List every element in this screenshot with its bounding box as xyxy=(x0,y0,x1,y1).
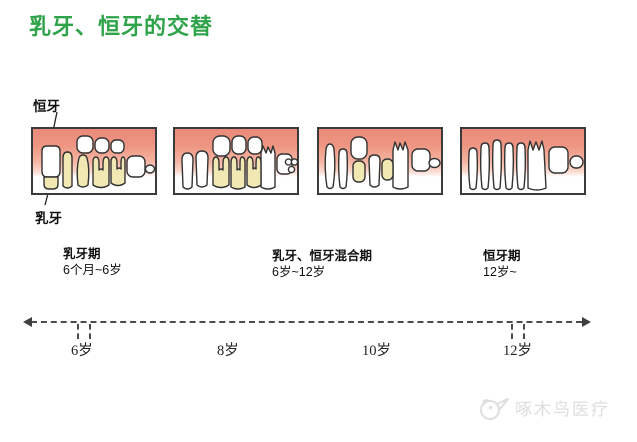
panel-late-mixed-dentition xyxy=(317,127,443,195)
timeline-age-label: 8岁 xyxy=(217,343,239,359)
timeline-age-label: 12岁 xyxy=(503,343,532,359)
dentition-illustration-permanent xyxy=(467,139,584,191)
dentition-illustration-early-mixed xyxy=(181,135,297,190)
panel-deciduous-dentition xyxy=(31,127,157,195)
stage-title: 乳牙、恒牙混合期 xyxy=(272,249,373,263)
timeline-age-label: 10岁 xyxy=(362,343,391,359)
woodpecker-bird-icon xyxy=(480,398,509,420)
panel-permanent-dentition xyxy=(460,127,586,195)
stage-title: 恒牙期 xyxy=(483,249,521,263)
brand-watermark: 啄木鸟医疗 xyxy=(477,391,610,423)
deciduous-teeth xyxy=(43,151,126,190)
permanent-teeth xyxy=(324,136,441,190)
stage-label-mixed-period: 乳牙、恒牙混合期 6岁~12岁 xyxy=(272,248,372,280)
timeline-tick-age6 xyxy=(77,324,79,339)
timeline-age-label: 6岁 xyxy=(71,343,93,359)
dentition-illustration-deciduous xyxy=(41,135,155,190)
panel-early-mixed-dentition xyxy=(173,127,299,195)
deciduous-teeth xyxy=(352,158,394,183)
stage-label-deciduous-period: 乳牙期 6个月~6岁 xyxy=(63,246,122,278)
permanent-teeth-label: 恒牙 xyxy=(33,99,60,114)
stage-range: 6岁~12岁 xyxy=(272,265,326,279)
permanent-teeth xyxy=(467,139,584,191)
stage-title: 乳牙期 xyxy=(63,247,101,261)
timeline-tick-age12 xyxy=(523,324,525,339)
permanent-teeth xyxy=(41,135,155,178)
timeline-left-arrow-icon xyxy=(23,317,32,327)
timeline-tick-age6 xyxy=(89,324,91,339)
permanent-teeth xyxy=(181,135,297,190)
timeline-right-arrow-icon xyxy=(582,317,591,327)
brand-name: 啄木鸟医疗 xyxy=(515,399,610,419)
page-title: 乳牙、恒牙的交替 xyxy=(29,14,214,39)
timeline-axis xyxy=(31,321,582,323)
deciduous-teeth xyxy=(212,156,262,190)
timeline-tick-age12 xyxy=(511,324,513,339)
stage-range: 6个月~6岁 xyxy=(63,263,122,277)
deciduous-teeth-label: 乳牙 xyxy=(35,211,62,226)
stage-range: 12岁~ xyxy=(483,265,517,279)
dentition-illustration-late-mixed xyxy=(324,136,441,190)
stage-label-permanent-period: 恒牙期 12岁~ xyxy=(483,248,521,280)
